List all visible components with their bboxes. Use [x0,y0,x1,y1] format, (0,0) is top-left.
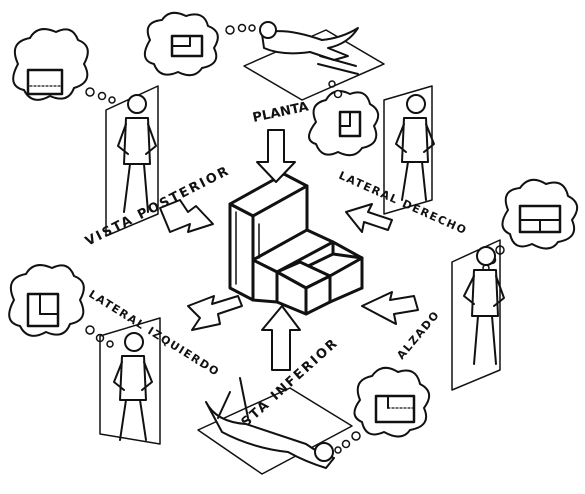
thought-cloud-lateral-derecho [308,80,380,157]
label-planta: PLANTA [251,99,310,125]
arrow-vista-inferior [261,305,301,371]
observer-planta [243,21,385,101]
thought-cloud-planta [143,11,256,77]
observer-inferior [197,377,353,475]
thought-cloud-lateral-izquierdo [8,264,114,348]
arrow-lateral-izquierdo [187,295,243,331]
observer-lateral-izquierdo [99,317,161,445]
observer-lateral-derecho [383,85,435,215]
thought-cloud-alzado [482,178,579,272]
observer-posterior [105,85,159,237]
arrow-planta [256,129,296,183]
isometric-l-shaped-solid [228,172,364,316]
arrow-alzado [361,291,419,325]
thought-cloud-posterior [12,28,116,104]
lateral-izquierdo-view-sketch [26,292,60,328]
posterior-view-sketch [26,68,64,96]
inferior-view-sketch [374,394,416,424]
arrow-lateral-derecho [345,203,393,233]
observer-alzado [451,239,505,391]
label-alzado: ALZADO [394,308,442,362]
label-lateral-derecho: LATERAL DERECHO [337,169,470,238]
thought-cloud-inferior [334,366,431,454]
arrow-vista-posterior [159,199,214,233]
